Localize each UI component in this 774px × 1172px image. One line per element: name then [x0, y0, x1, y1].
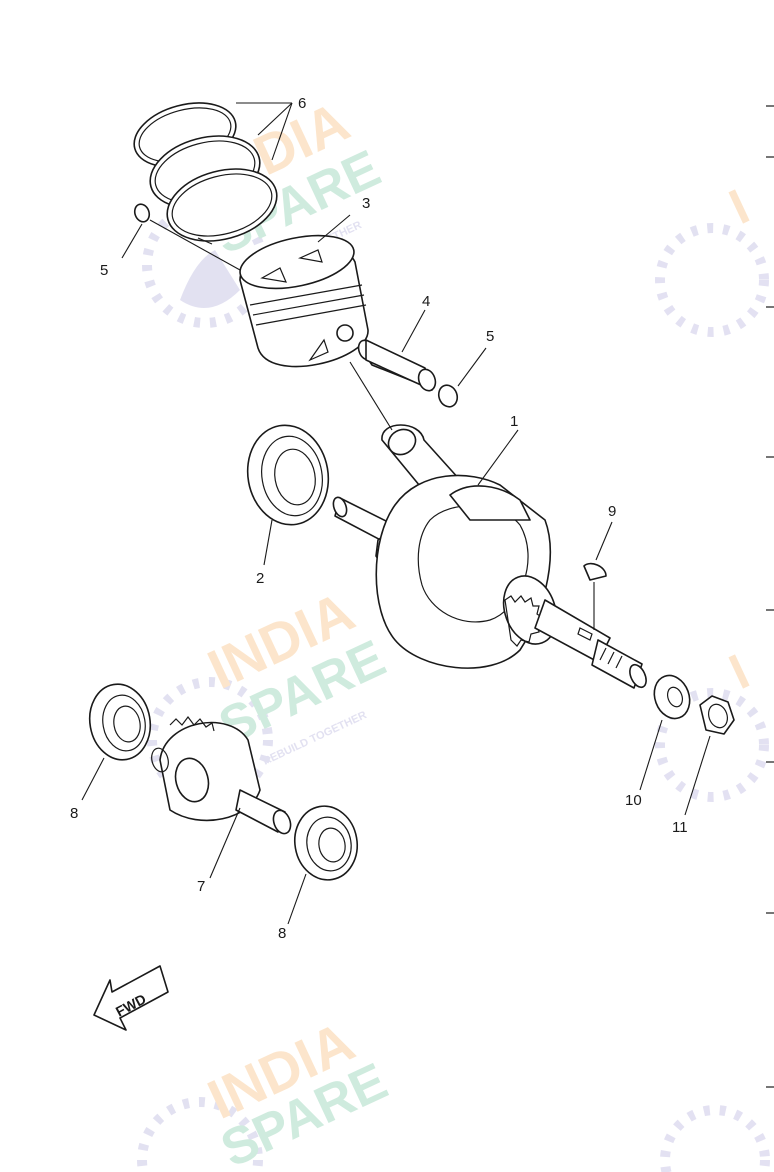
callout-8-left: 8 [70, 805, 78, 822]
callout-4: 4 [422, 293, 430, 310]
watermark-right-bottom [660, 1105, 770, 1172]
callout-6: 6 [298, 95, 306, 112]
callout-7: 7 [197, 878, 205, 895]
watermark-logo-icon [655, 223, 769, 337]
callout-labels: 6 3 5 4 5 1 2 9 10 11 8 7 8 [70, 95, 688, 942]
piston-rings [133, 102, 278, 245]
watermark-right-top: I [655, 178, 769, 337]
watermark-3: INDIA SPARE [137, 1009, 396, 1172]
washer [653, 674, 691, 720]
callout-10: 10 [625, 792, 642, 809]
leader-lines [81, 102, 711, 925]
circlip-upper [133, 203, 151, 223]
bearing-lower-right [294, 805, 358, 881]
callout-11: 11 [672, 819, 688, 836]
piston-pin [357, 339, 437, 392]
callout-1: 1 [510, 413, 518, 430]
watermark-logo-icon [137, 1097, 263, 1172]
balancer-shaft [151, 716, 292, 835]
nut [699, 695, 735, 735]
callout-2: 2 [256, 570, 264, 587]
callout-3: 3 [362, 195, 370, 212]
woodruff-key [583, 562, 607, 581]
bearing-upper [246, 424, 330, 526]
watermark-logo-icon [655, 688, 769, 802]
piston [239, 234, 369, 368]
circlip-right [437, 384, 459, 408]
fwd-arrow-icon: FWD [93, 965, 169, 1031]
watermark-logo-icon [660, 1105, 770, 1172]
callout-8-right: 8 [278, 925, 286, 942]
callout-5-upper: 5 [100, 262, 108, 279]
crankshaft-assembly [332, 424, 647, 689]
right-edge-ticks [766, 105, 774, 1088]
bearing-lower-left [88, 683, 152, 761]
callout-5-right: 5 [486, 328, 494, 345]
callout-9: 9 [608, 503, 616, 520]
